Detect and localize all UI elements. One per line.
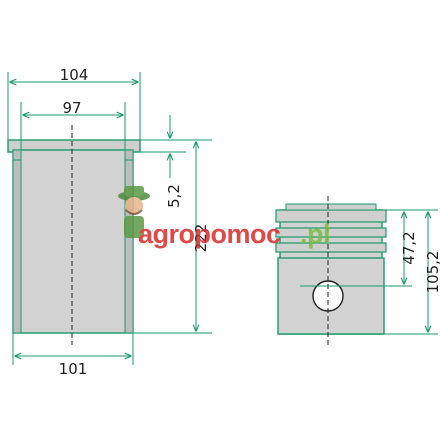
- liner-dimensions: [7, 72, 212, 365]
- cylinder-liner: [7, 125, 141, 345]
- liner-wall-right: [124, 149, 134, 334]
- piston: [275, 196, 412, 346]
- watermark-brand: agropomoc: [138, 219, 281, 249]
- piston-ring-2: [275, 227, 387, 238]
- dim-label-104: 104: [60, 66, 89, 84]
- dim-label-5-2: 5,2: [165, 184, 183, 208]
- dim-label-105-2: 105,2: [424, 251, 440, 294]
- farmer-mascot-icon: [118, 186, 150, 238]
- dim-label-97: 97: [62, 99, 81, 117]
- piston-dimensions: [384, 209, 438, 335]
- liner-body: [12, 149, 134, 334]
- dim-label-222: 222: [192, 224, 210, 253]
- agropomoc-watermark-logo: agropomoc .pl: [118, 186, 331, 249]
- dim-label-101: 101: [59, 360, 88, 378]
- piston-ring-1: [275, 209, 387, 223]
- piston-ring-3: [275, 242, 387, 253]
- watermark-suffix: .pl: [300, 219, 330, 249]
- dim-label-47-2: 47,2: [400, 231, 418, 264]
- piston-skirt: [277, 257, 385, 335]
- liner-wall-left: [12, 149, 22, 334]
